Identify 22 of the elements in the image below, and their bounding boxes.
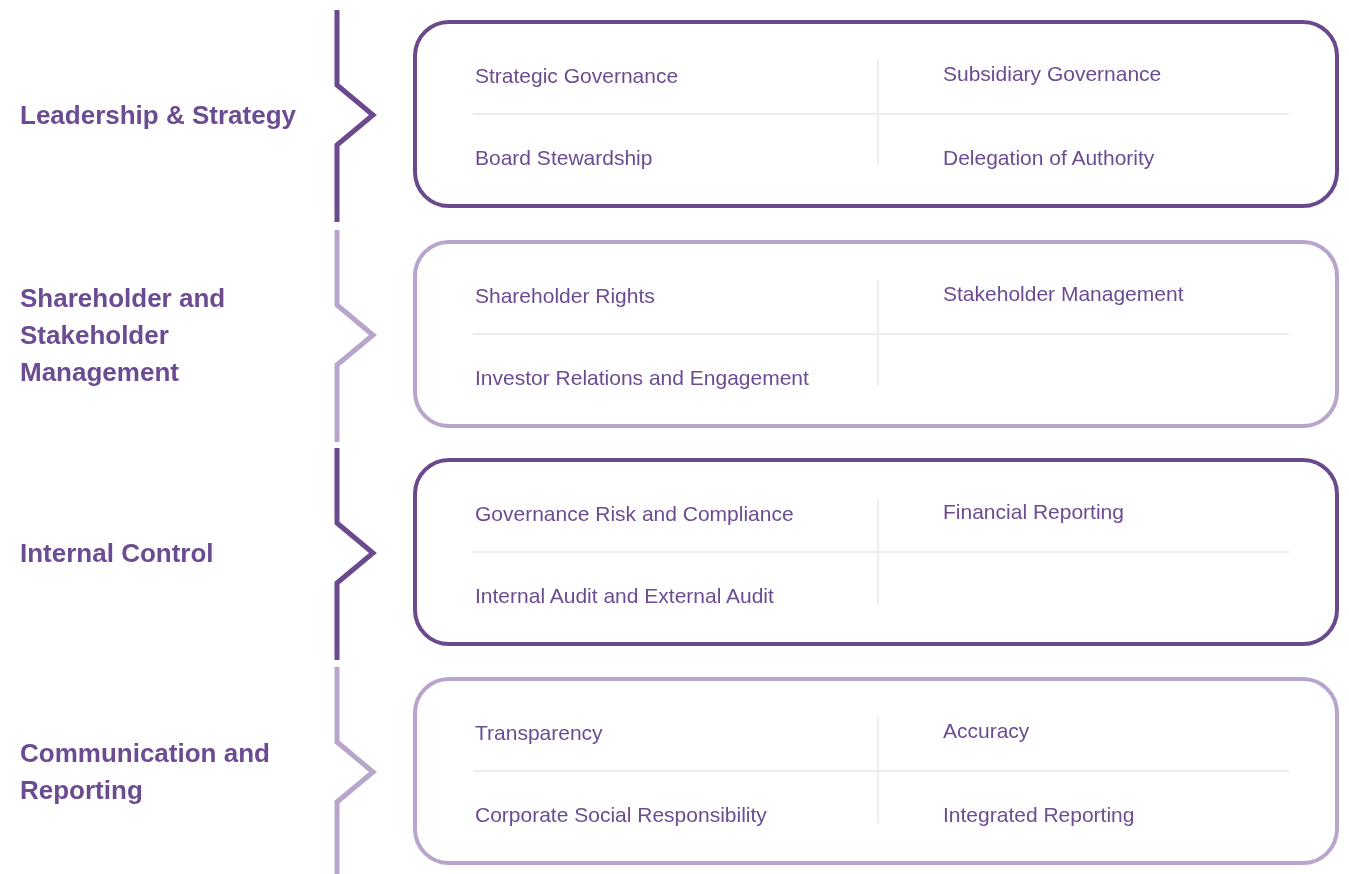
topic-label: Integrated Reporting (943, 802, 1135, 828)
category-heading: Communication and Reporting (20, 737, 271, 807)
topic-label: Internal Audit and External Audit (475, 583, 774, 609)
topic-label: Investor Relations and Engagement (475, 365, 809, 391)
topic-label: Financial Reporting (943, 499, 1124, 525)
topic-label: Accuracy (943, 718, 1030, 744)
topic-label: Corporate Social Responsibility (475, 802, 767, 828)
topic-label: Subsidiary Governance (943, 61, 1162, 87)
category-heading: Leadership & Strategy (20, 98, 297, 132)
category-box (413, 240, 1339, 428)
topic-label: Delegation of Authority (943, 145, 1155, 171)
topic-label: Board Stewardship (475, 145, 653, 171)
category-heading: Shareholder and Stakeholder Management (20, 281, 227, 389)
topic-label: Stakeholder Management (943, 281, 1184, 307)
topic-label: Governance Risk and Compliance (475, 501, 794, 527)
category-box (413, 20, 1339, 208)
category-box (413, 458, 1339, 646)
topic-label: Shareholder Rights (475, 283, 655, 309)
topic-label: Strategic Governance (475, 63, 679, 89)
topic-label: Transparency (475, 720, 603, 746)
category-box (413, 677, 1339, 865)
category-heading: Internal Control (20, 536, 215, 570)
